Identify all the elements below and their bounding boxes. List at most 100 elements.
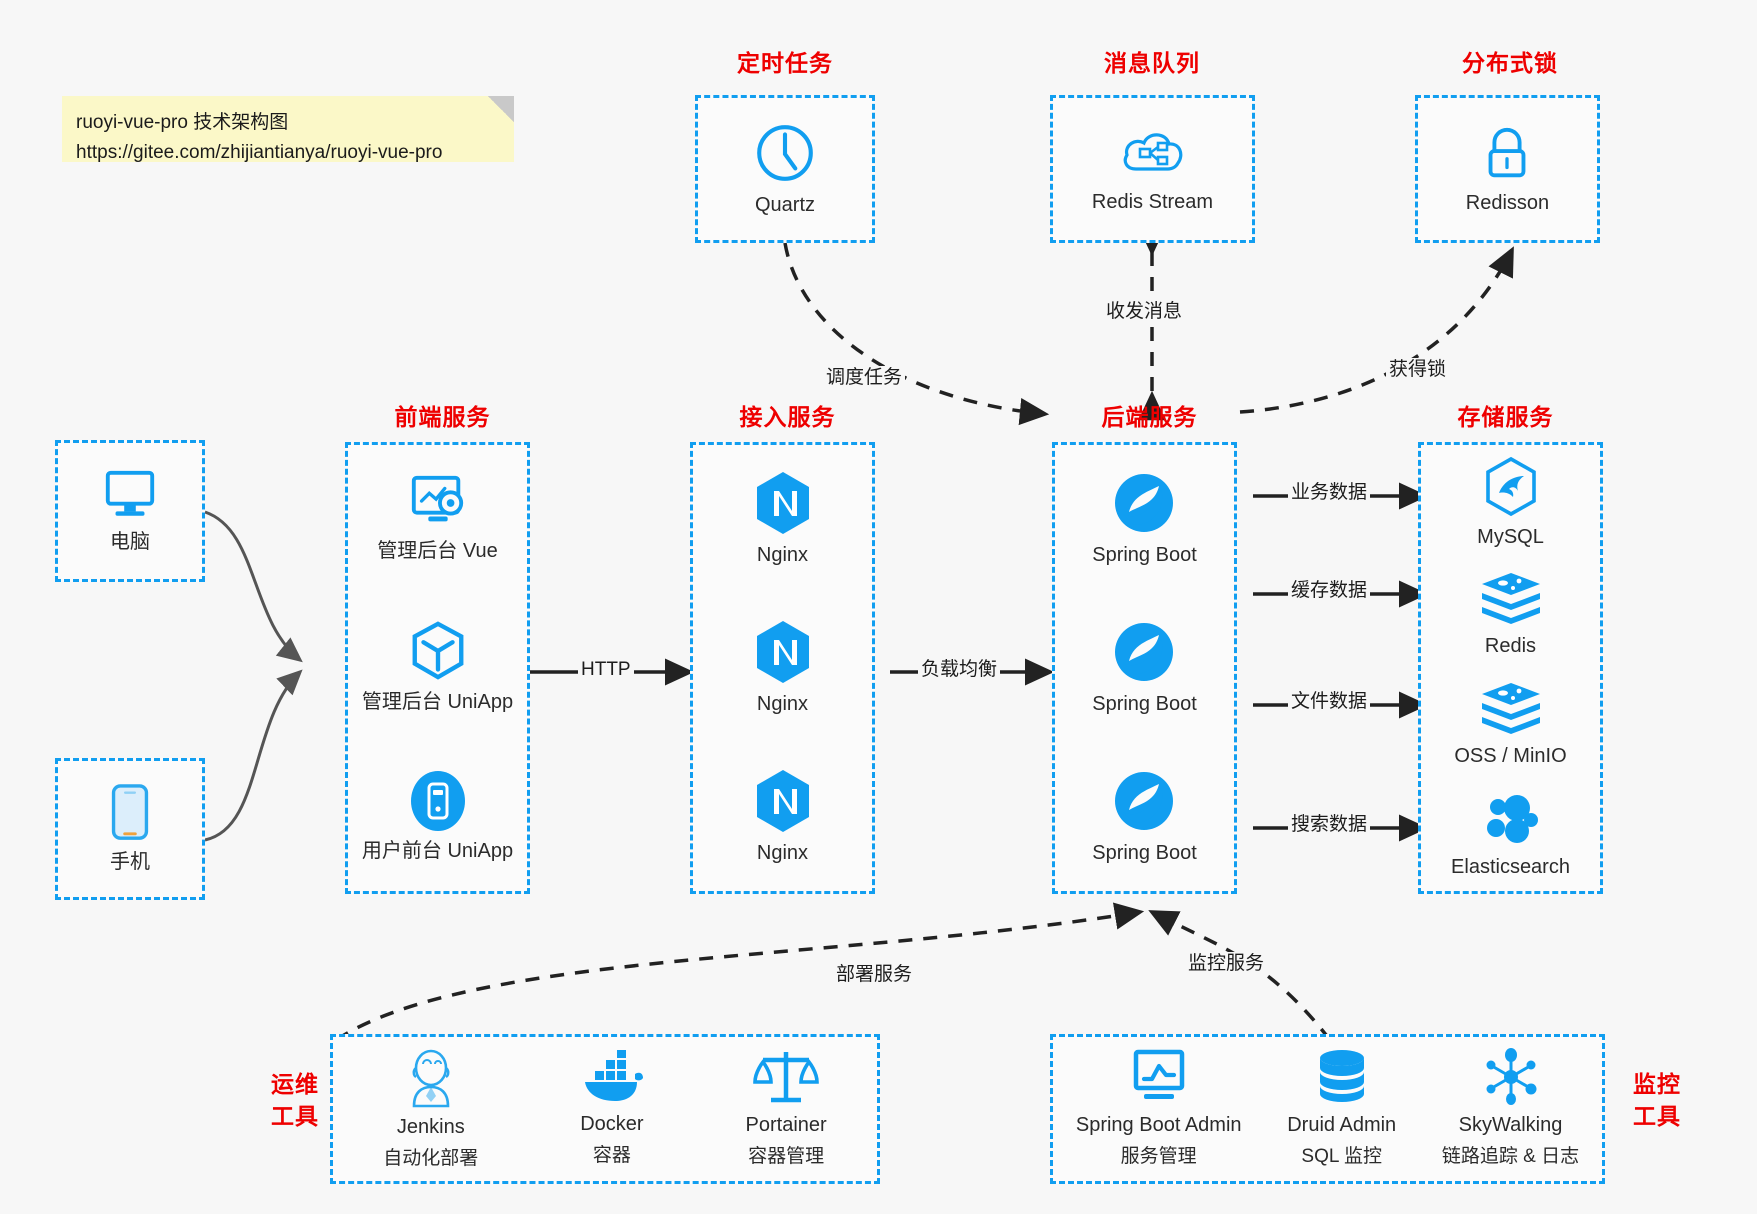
edge-phone-to-frontend <box>204 669 303 842</box>
node-label: Druid Admin <box>1287 1114 1397 1136</box>
oss-minio-icon <box>1481 682 1540 734</box>
spring-boot-icon <box>1115 474 1174 533</box>
note-fold-corner <box>488 96 514 122</box>
node-admin-uniapp[interactable]: 管理后台 UniApp <box>362 619 513 715</box>
title-note: ruoyi-vue-pro 技术架构图 https://gitee.com/zh… <box>62 96 514 163</box>
node-label: 管理后台 Vue <box>377 540 498 563</box>
cloud-stream-icon <box>1123 133 1182 171</box>
docker-icon <box>584 1050 643 1101</box>
mysql-icon <box>1485 456 1536 516</box>
spring-boot-icon <box>1115 622 1174 681</box>
clock-icon <box>757 125 813 181</box>
dashboard-gear-icon <box>411 476 463 522</box>
node-label: MySQL <box>1477 525 1544 548</box>
node-label: Docker <box>580 1113 644 1135</box>
edge-label-cache-data: 缓存数据 <box>1288 579 1371 603</box>
edge-monitor-service <box>1148 910 1332 1042</box>
node-label: Jenkins <box>396 1116 465 1138</box>
node-redis-stream[interactable]: Redis Stream <box>1092 123 1213 215</box>
node-admin-vue[interactable]: 管理后台 Vue <box>377 472 498 564</box>
node-label: 管理后台 UniApp <box>361 690 514 713</box>
node-spring-boot-1[interactable]: Spring Boot <box>1092 470 1197 568</box>
node-label: Elasticsearch <box>1451 856 1570 879</box>
nginx-icon <box>756 620 809 683</box>
node-elasticsearch[interactable]: Elasticsearch <box>1451 790 1570 880</box>
caption-storage: 存储服务 <box>1457 404 1554 430</box>
node-label: Nginx <box>756 544 809 567</box>
edge-label-acquire-lock: 获得锁 <box>1386 358 1450 382</box>
node-quartz[interactable]: Quartz <box>752 120 818 218</box>
edge-deploy-service <box>335 902 1145 1042</box>
group-storage: MySQL Redis <box>1418 442 1603 894</box>
node-label: Redisson <box>1465 192 1550 214</box>
node-spring-boot-admin[interactable]: Spring Boot Admin 服务管理 <box>1076 1048 1242 1170</box>
caption-devops-tools: 运维 工具 <box>258 1068 332 1132</box>
node-nginx-3[interactable]: Nginx <box>753 768 813 866</box>
node-desktop[interactable]: 电脑 <box>99 467 161 555</box>
node-redisson[interactable]: Redisson <box>1466 122 1549 216</box>
caption-line-2: 工具 <box>271 1103 319 1129</box>
node-label: Nginx <box>756 692 809 715</box>
group-scheduled-task: Quartz <box>695 95 875 243</box>
node-sublabel: 服务管理 <box>1120 1146 1197 1167</box>
caption-line-1: 运维 <box>271 1071 319 1097</box>
node-sublabel: 自动化部署 <box>383 1148 479 1169</box>
edge-label-search-data: 搜索数据 <box>1288 813 1371 837</box>
group-device-phone: 手机 <box>55 758 205 900</box>
node-label: Spring Boot <box>1092 544 1197 567</box>
node-label: Spring Boot <box>1092 692 1197 715</box>
node-label: Quartz <box>754 194 816 216</box>
node-label: Redis <box>1484 635 1537 658</box>
mobile-app-icon <box>410 770 465 831</box>
node-sublabel: 容器 <box>592 1145 631 1166</box>
note-line-title: ruoyi-vue-pro 技术架构图 <box>76 112 289 133</box>
node-oss-minio[interactable]: OSS / MinIO <box>1454 681 1567 769</box>
jenkins-icon <box>412 1049 450 1108</box>
node-sublabel: 容器管理 <box>748 1146 825 1167</box>
edge-label-schedule-task: 调度任务 <box>823 366 906 390</box>
caption-distributed-lock: 分布式锁 <box>1462 50 1558 76</box>
caption-backend: 后端服务 <box>1101 404 1198 430</box>
edge-label-deploy-service: 部署服务 <box>833 963 916 987</box>
node-user-uniapp[interactable]: 用户前台 UniApp <box>362 770 513 864</box>
group-distributed-lock: Redisson <box>1415 95 1600 243</box>
node-mysql[interactable]: MySQL <box>1477 456 1544 550</box>
edge-label-load-balance: 负载均衡 <box>918 658 1001 682</box>
caption-message-queue: 消息队列 <box>1104 50 1200 76</box>
node-label: Portainer <box>745 1114 827 1136</box>
node-skywalking[interactable]: SkyWalking 链路追踪 & 日志 <box>1442 1048 1579 1170</box>
group-frontend: 管理后台 Vue 管理后台 UniApp 用户前台 UniApp <box>345 442 530 894</box>
node-portainer[interactable]: Portainer 容器管理 <box>746 1048 827 1170</box>
group-device-desktop: 电脑 <box>55 440 205 582</box>
node-label: Spring Boot Admin <box>1075 1114 1242 1136</box>
monitor-chart-icon <box>1133 1049 1184 1099</box>
node-label: OSS / MinIO <box>1454 744 1567 767</box>
node-spring-boot-2[interactable]: Spring Boot <box>1092 619 1197 717</box>
node-sublabel: 链路追踪 & 日志 <box>1441 1146 1580 1167</box>
group-message-queue: Redis Stream <box>1050 95 1255 243</box>
node-phone[interactable]: 手机 <box>107 783 153 875</box>
node-nginx-1[interactable]: Nginx <box>753 470 813 568</box>
redis-icon <box>1481 573 1540 625</box>
edge-label-file-data: 文件数据 <box>1288 690 1371 714</box>
node-label: Nginx <box>756 841 809 864</box>
node-label: SkyWalking <box>1458 1114 1563 1136</box>
node-docker[interactable]: Docker 容器 <box>579 1049 645 1169</box>
cube-icon <box>412 621 463 680</box>
node-label: 用户前台 UniApp <box>361 839 514 862</box>
elasticsearch-icon <box>1486 795 1538 844</box>
node-label: Redis Stream <box>1091 191 1214 213</box>
node-spring-boot-3[interactable]: Spring Boot <box>1092 768 1197 866</box>
node-jenkins[interactable]: Jenkins 自动化部署 <box>383 1046 478 1172</box>
node-nginx-2[interactable]: Nginx <box>753 619 813 717</box>
database-stack-icon <box>1319 1050 1364 1102</box>
caption-line-2: 工具 <box>1633 1103 1681 1129</box>
node-redis[interactable]: Redis <box>1479 571 1543 659</box>
caption-scheduled-task: 定时任务 <box>737 50 833 76</box>
node-druid-admin[interactable]: Druid Admin SQL 监控 <box>1287 1048 1396 1170</box>
caption-gateway: 接入服务 <box>739 404 836 430</box>
edge-desktop-to-frontend <box>204 510 303 663</box>
edge-acquire-lock <box>1239 246 1514 414</box>
node-label: 手机 <box>110 851 150 873</box>
